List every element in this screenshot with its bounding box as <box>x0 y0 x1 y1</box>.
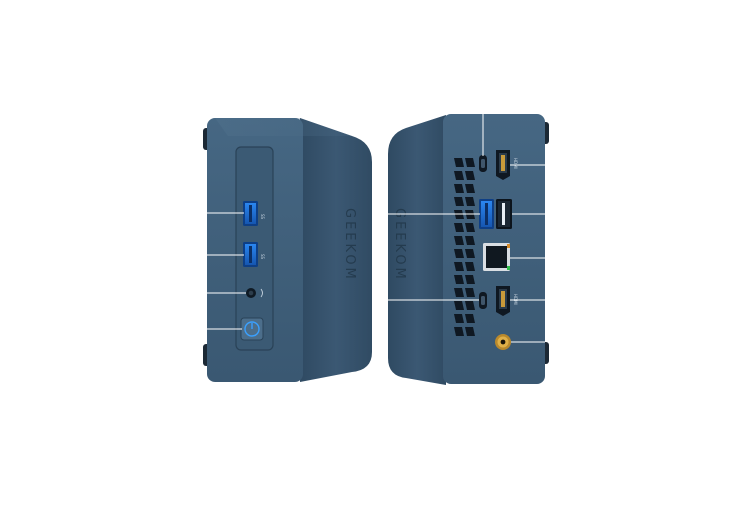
rear-callout-lines <box>388 114 545 343</box>
svg-text:HDMI: HDMI <box>513 294 518 305</box>
brand-logo-side: GEEKOM <box>342 208 357 282</box>
chassis-side-panel <box>388 115 446 385</box>
brand-logo-side: GEEKOM <box>392 208 407 282</box>
power-button-icon <box>240 317 264 341</box>
rear-usb-a-port <box>496 199 512 229</box>
rear-usb-a-port-blue <box>479 199 494 229</box>
front-usb-a-port: SS <box>243 201 265 226</box>
front-callout-lines <box>207 212 246 330</box>
rear-hdmi-port: HDMI <box>496 286 518 316</box>
svg-text:SS: SS <box>260 254 265 260</box>
rear-hdmi-port: HDMI <box>496 150 518 180</box>
mini-pc-rear-unit: GEEKOM HDMI <box>388 114 549 385</box>
rear-usb-c-port <box>479 292 487 309</box>
chassis-top-edge <box>215 118 352 136</box>
svg-text:HDMI: HDMI <box>513 158 518 169</box>
chassis-side-panel <box>300 118 372 382</box>
audio-jack-icon <box>246 288 263 298</box>
rear-ethernet-port <box>483 243 510 271</box>
dc-power-jack-icon <box>495 334 511 350</box>
ventilation-grille <box>454 158 475 336</box>
mini-pc-front-unit: SS SS GEEKOM <box>203 118 372 382</box>
front-usb-a-port: SS <box>243 242 265 267</box>
svg-text:SS: SS <box>260 214 265 220</box>
rear-usb-c-port <box>479 155 487 172</box>
